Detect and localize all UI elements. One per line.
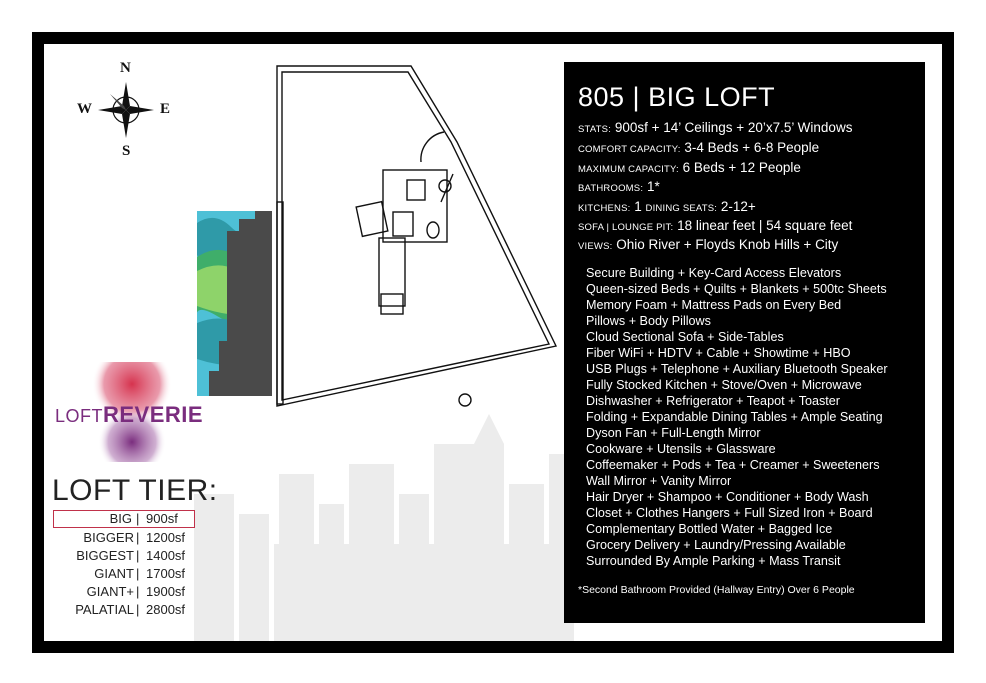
amenity-item: Grocery Delivery + Laundry/Pressing Avai… <box>586 538 846 552</box>
compass-west-label: W <box>77 101 92 117</box>
logo-prefix: LOFT <box>54 406 103 426</box>
amenity-item: Wall Mirror + Vanity Mirror <box>586 474 732 488</box>
tier-size: 900sf <box>146 511 178 526</box>
stat-value: 18 linear feet | 54 square feet <box>677 218 853 233</box>
amenity-item: Pillows + Body Pillows <box>586 314 711 328</box>
stat-value: 1* <box>646 179 660 194</box>
details-panel: 805 | BIG LOFT Stats: 900sf + 14’ Ceilin… <box>564 62 925 623</box>
compass-rose-icon <box>98 82 154 138</box>
tier-row-palatial: PALATIAL | 2800sf <box>54 602 196 618</box>
tier-separator: | <box>136 602 140 617</box>
stat-label: Comfort Capacity: <box>578 144 681 155</box>
stat-label: Maximum Capacity: <box>578 164 679 175</box>
tier-name: GIANT+ <box>86 584 134 599</box>
amenity-item: Closet + Clothes Hangers + Full Sized Ir… <box>586 506 873 520</box>
amenity-item: Dyson Fan + Full-Length Mirror <box>586 426 761 440</box>
logo-wordmark: LOFTREVERIE <box>54 402 204 428</box>
stat-label: Sofa | Lounge Pit: <box>578 222 674 233</box>
amenity-item: Cookware + Utensils + Glassware <box>586 442 776 456</box>
stat-bathrooms: Bathrooms: 1* <box>578 179 660 194</box>
tier-size: 1400sf <box>146 548 186 563</box>
bathroom-footnote: *Second Bathroom Provided (Hallway Entry… <box>578 584 855 596</box>
logo-dot-emblem <box>92 362 172 462</box>
stat-label: Bathrooms: <box>578 183 644 194</box>
tier-separator: | <box>136 530 140 545</box>
floor-plan <box>276 65 558 407</box>
stat-label: Stats: <box>578 124 612 135</box>
amenity-item: Fiber WiFi + HDTV + Cable + Showtime + H… <box>586 346 851 360</box>
tier-row-big: BIG | 900sf <box>53 510 195 528</box>
compass-east-label: E <box>160 101 171 117</box>
amenity-item: Dishwasher + Refrigerator + Teapot + Toa… <box>586 394 840 408</box>
tier-row-biggest: BIGGEST | 1400sf <box>54 548 196 564</box>
amenity-item: Surrounded By Ample Parking + Mass Trans… <box>586 554 841 568</box>
tier-size: 1700sf <box>146 566 186 581</box>
tier-name: PALATIAL <box>75 602 134 617</box>
stat-label: Views: <box>578 241 613 252</box>
stat-label: Dining Seats: <box>645 203 718 214</box>
stat-value: 900sf + 14’ Ceilings + 20’x7.5’ Windows <box>614 120 853 135</box>
tier-name: GIANT <box>94 566 134 581</box>
amenity-item: Fully Stocked Kitchen + Stove/Oven + Mic… <box>586 378 862 392</box>
unit-title: 805 | BIG LOFT <box>578 82 776 112</box>
stat-label: Kitchens: <box>578 203 631 214</box>
tier-separator: | <box>136 566 140 581</box>
amenity-item: Memory Foam + Mattress Pads on Every Bed <box>586 298 842 312</box>
tier-name: BIG <box>109 511 132 526</box>
compass-south-label: S <box>122 143 131 159</box>
view-illustration <box>197 211 272 396</box>
stat-value: Ohio River + Floyds Knob Hills + City <box>616 237 839 252</box>
tier-row-giant: GIANT | 1700sf <box>54 566 196 582</box>
amenity-item: Complementary Bottled Water + Bagged Ice <box>586 522 833 536</box>
listing-card: N E S W <box>44 44 942 641</box>
stat-comfort-capacity: Comfort Capacity: 3-4 Beds + 6-8 People <box>578 140 819 155</box>
stat-kitchens-dining: Kitchens: 1 Dining Seats: 2-12+ <box>578 199 756 214</box>
amenity-item: Cloud Sectional Sofa + Side-Tables <box>586 330 784 344</box>
tier-size: 2800sf <box>146 602 186 617</box>
tier-separator: | <box>136 584 140 599</box>
tier-separator: | <box>136 511 140 526</box>
stat-sofa: Sofa | Lounge Pit: 18 linear feet | 54 s… <box>578 218 852 233</box>
loft-tier-title: LOFT TIER: <box>52 474 218 507</box>
tier-name: BIGGER <box>83 530 134 545</box>
tier-row-giant-plus: GIANT+ | 1900sf <box>54 584 196 600</box>
stat-maximum-capacity: Maximum Capacity: 6 Beds + 12 People <box>578 160 801 175</box>
tier-separator: | <box>136 548 140 563</box>
amenity-item: Coffeemaker + Pods + Tea + Creamer + Swe… <box>586 458 880 472</box>
amenity-item: Folding + Expandable Dining Tables + Amp… <box>586 410 883 424</box>
stat-value: 1 <box>634 199 642 214</box>
tier-name: BIGGEST <box>76 548 134 563</box>
stat-stats: Stats: 900sf + 14’ Ceilings + 20’x7.5’ W… <box>578 120 852 135</box>
tier-row-bigger: BIGGER | 1200sf <box>54 530 196 546</box>
logo-suffix: REVERIE <box>102 402 204 427</box>
amenity-item: USB Plugs + Telephone + Auxiliary Blueto… <box>586 362 888 376</box>
amenity-item: Queen-sized Beds + Quilts + Blankets + 5… <box>586 282 887 296</box>
amenity-item: Hair Dryer + Shampoo + Conditioner + Bod… <box>586 490 869 504</box>
stat-value: 2-12+ <box>720 199 756 214</box>
stat-value: 3-4 Beds + 6-8 People <box>684 140 820 155</box>
tier-size: 1900sf <box>146 584 186 599</box>
amenity-item: Secure Building + Key-Card Access Elevat… <box>586 266 842 280</box>
stat-value: 6 Beds + 12 People <box>682 160 801 175</box>
tier-size: 1200sf <box>146 530 186 545</box>
stat-views: Views: Ohio River + Floyds Knob Hills + … <box>578 237 838 252</box>
city-skyline-background <box>194 414 574 641</box>
compass-north-label: N <box>120 60 131 76</box>
